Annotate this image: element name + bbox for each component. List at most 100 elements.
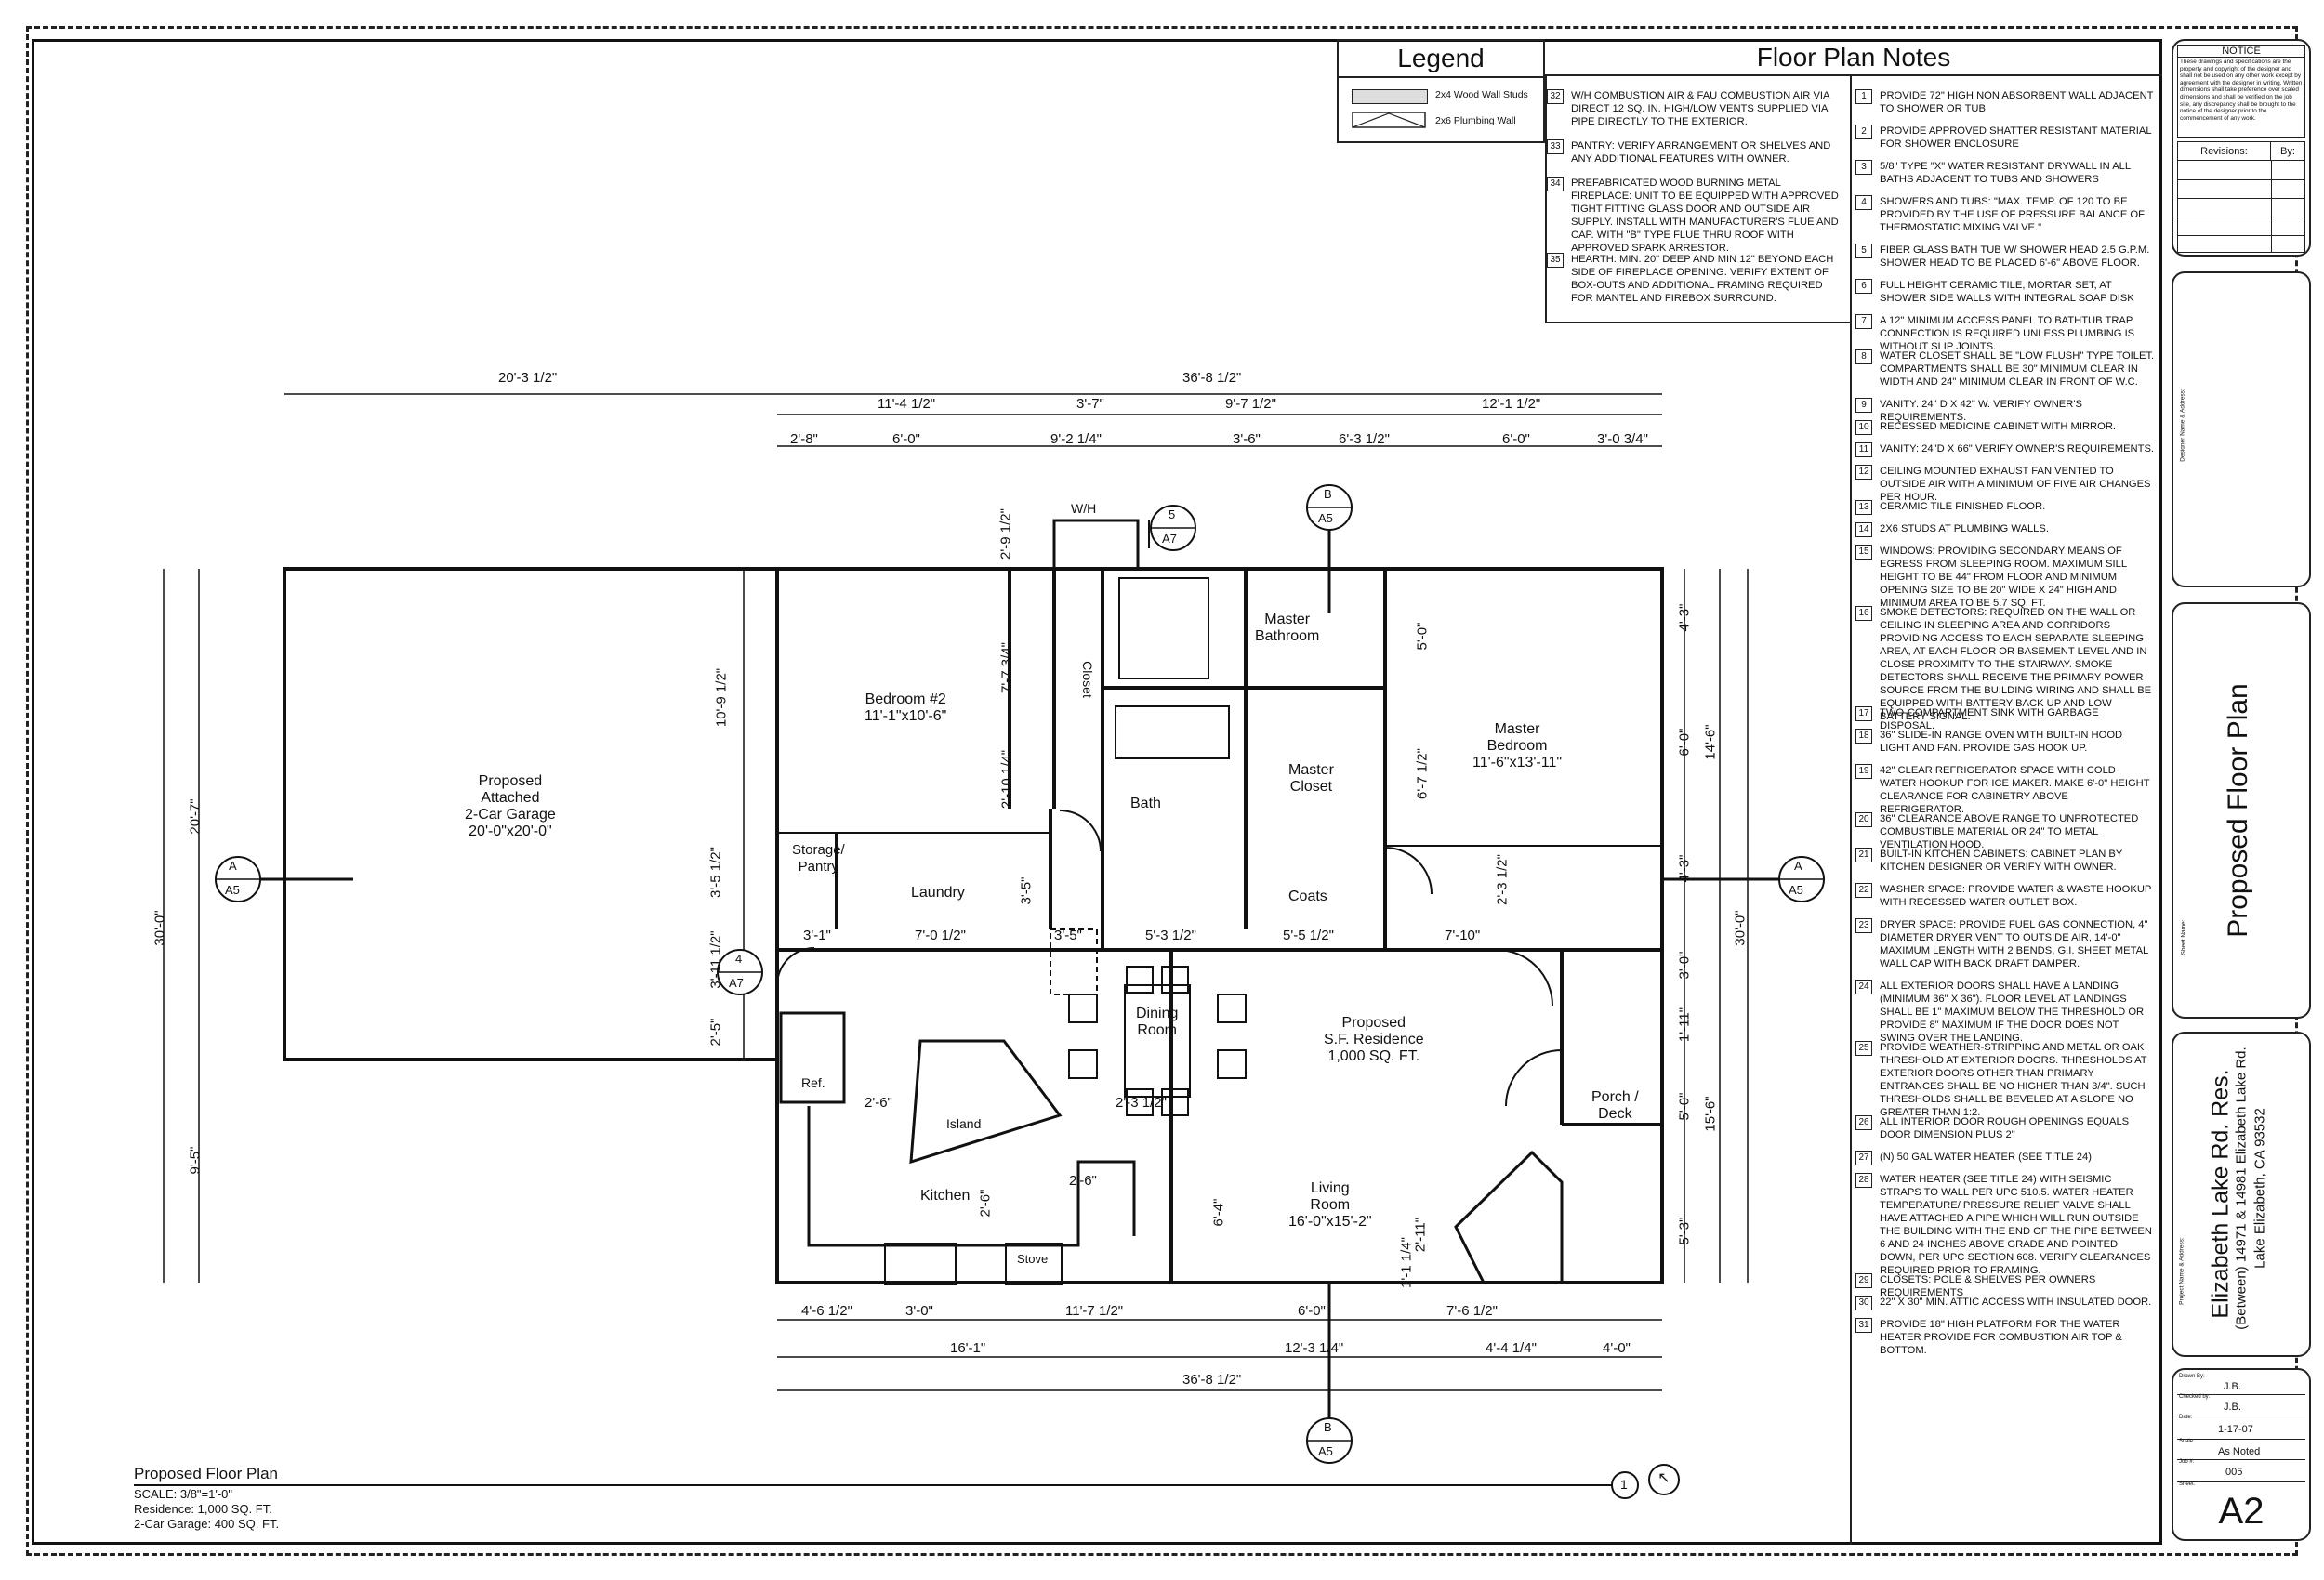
caption-scale: SCALE: 3/8"=1'-0" xyxy=(134,1487,233,1501)
section-marker-b-top[interactable]: B xyxy=(1324,487,1332,501)
note-text: 22" X 30" MIN. ATTIC ACCESS WITH INSULAT… xyxy=(1880,1297,2152,1308)
scale-value: As Noted xyxy=(2218,1446,2261,1457)
dim-right-mid: 14'-6" xyxy=(1702,724,1719,760)
dim-bottom-row1: 6'-0" xyxy=(1298,1303,1326,1319)
legend-label-2x4: 2x4 Wood Wall Studs xyxy=(1435,89,1528,100)
drawn-by-label: Drawn By: xyxy=(2179,1374,2205,1379)
note-number: 18 xyxy=(1855,729,1872,744)
sheet-label: Sheet: xyxy=(2179,1481,2196,1487)
dim-left-inner: 10'-9 1/2" xyxy=(713,667,730,728)
job-label: Job #: xyxy=(2179,1459,2195,1465)
dim-interior: 5'-0" xyxy=(1414,622,1431,651)
note-number: 20 xyxy=(1855,812,1872,827)
room-closet: Closet xyxy=(1079,661,1095,698)
note-text: WINDOWS: PROVIDING SECONDARY MEANS OF EG… xyxy=(1880,546,2127,609)
note-number: 3 xyxy=(1855,160,1872,175)
dim-interior: 2'-6" xyxy=(1069,1173,1097,1189)
note-item: 27(N) 50 GAL WATER HEATER (SEE TITLE 24) xyxy=(1855,1151,2155,1165)
room-water-heater: W/H xyxy=(1071,501,1097,516)
note-number: 1 xyxy=(1855,89,1872,104)
note-number: 25 xyxy=(1855,1041,1872,1056)
section-marker-a-left[interactable]: A xyxy=(229,859,237,873)
dim-bottom-row2: 4'-4 1/4" xyxy=(1486,1340,1537,1356)
info-grid: Drawn By: J.B. Checked by: J.B. Date: 1-… xyxy=(2177,1374,2305,1537)
dim-right-inner: 5'-0" xyxy=(1676,1092,1693,1121)
note-number: 10 xyxy=(1855,420,1872,435)
note-text: 36" CLEARANCE ABOVE RANGE TO UNPROTECTED… xyxy=(1880,813,2139,850)
dim-left-inner: 2'-5" xyxy=(707,1018,724,1047)
notice-box: NOTICE These drawings and specifications… xyxy=(2172,39,2311,257)
note-text: FULL HEIGHT CERAMIC TILE, MORTAR SET, AT… xyxy=(1880,280,2134,304)
detail-marker-4-sheet: A7 xyxy=(729,976,744,990)
checked-by: J.B. xyxy=(2224,1402,2241,1413)
note-text: (N) 50 GAL WATER HEATER (SEE TITLE 24) xyxy=(1880,1152,2092,1163)
dim-right-inner: 4'-3" xyxy=(1676,854,1693,883)
revisions-table: Revisions: By: xyxy=(2177,141,2305,253)
designer-box: Designer Name & Address: xyxy=(2172,271,2311,587)
notice-text: These drawings and specifications are th… xyxy=(2180,59,2303,122)
dim-top-row2: 3'-7" xyxy=(1076,396,1104,412)
notes-divider xyxy=(1545,322,1850,323)
note-text: SMOKE DETECTORS: REQUIRED ON THE WALL OR… xyxy=(1880,607,2152,722)
dim-interior: 1'-1 1/4" xyxy=(1398,1237,1415,1288)
note-text: ALL EXTERIOR DOORS SHALL HAVE A LANDING … xyxy=(1880,981,2145,1044)
dim-right-mid: 15'-6" xyxy=(1702,1096,1719,1132)
note-text: PREFABRICATED WOOD BURNING METAL FIREPLA… xyxy=(1571,178,1839,254)
note-number: 22 xyxy=(1855,883,1872,898)
section-marker-b-bottom[interactable]: B xyxy=(1324,1420,1332,1434)
dim-interior: 2'-6" xyxy=(865,1095,892,1111)
legend-panel: Legend 2x4 Wood Wall Studs 2x6 Plumbing … xyxy=(1337,39,1545,143)
drawing-frame xyxy=(32,39,2162,1545)
dim-interior: 6'-4" xyxy=(1210,1198,1227,1227)
note-number: 26 xyxy=(1855,1115,1872,1130)
dim-right-inner: 5'-3" xyxy=(1676,1217,1693,1245)
note-text: RECESSED MEDICINE CABINET WITH MIRROR. xyxy=(1880,421,2117,432)
revisions-label: Revisions: xyxy=(2178,142,2271,161)
checked-by-row: Checked by: J.B. xyxy=(2177,1394,2305,1415)
room-island: Island xyxy=(946,1116,982,1131)
detail-marker-5[interactable]: 5 xyxy=(1169,507,1176,521)
notes-divider xyxy=(1850,76,1852,1545)
dim-top-row3: 6'-0" xyxy=(892,431,920,447)
date-row: Date: 1-17-07 xyxy=(2177,1415,2305,1440)
legend-swatch-2x4 xyxy=(1352,89,1428,104)
note-text: TWO-COMPARTMENT SINK WITH GARBAGE DISPOS… xyxy=(1880,707,2099,731)
room-porch-deck: Porch /Deck xyxy=(1591,1089,1639,1122)
note-text: W/H COMBUSTION AIR & FAU COMBUSTION AIR … xyxy=(1571,90,1829,127)
dim-interior: 2'-11" xyxy=(1412,1217,1429,1253)
drawn-by-row: Drawn By: J.B. xyxy=(2177,1374,2305,1395)
room-kitchen: Kitchen xyxy=(920,1188,971,1204)
checked-by-label: Checked by: xyxy=(2179,1394,2211,1400)
note-text: HEARTH: MIN. 20" DEEP AND MIN 12" BEYOND… xyxy=(1571,254,1834,304)
legend-label-2x6: 2x6 Plumbing Wall xyxy=(1435,115,1516,126)
note-text: SHOWERS AND TUBS: "MAX. TEMP. OF 120 TO … xyxy=(1880,196,2145,233)
note-text: 36" SLIDE-IN RANGE OVEN WITH BUILT-IN HO… xyxy=(1880,730,2123,754)
dim-right-inner: 6'-0" xyxy=(1676,728,1693,757)
detail-marker-4[interactable]: 4 xyxy=(735,952,743,966)
note-number: 23 xyxy=(1855,918,1872,933)
note-text: CERAMIC TILE FINISHED FLOOR. xyxy=(1880,501,2046,512)
note-number: 24 xyxy=(1855,980,1872,994)
notes-title: Floor Plan Notes xyxy=(1545,39,2162,76)
job-row: Job #: 005 xyxy=(2177,1459,2305,1482)
section-marker-a-right[interactable]: A xyxy=(1794,859,1802,873)
